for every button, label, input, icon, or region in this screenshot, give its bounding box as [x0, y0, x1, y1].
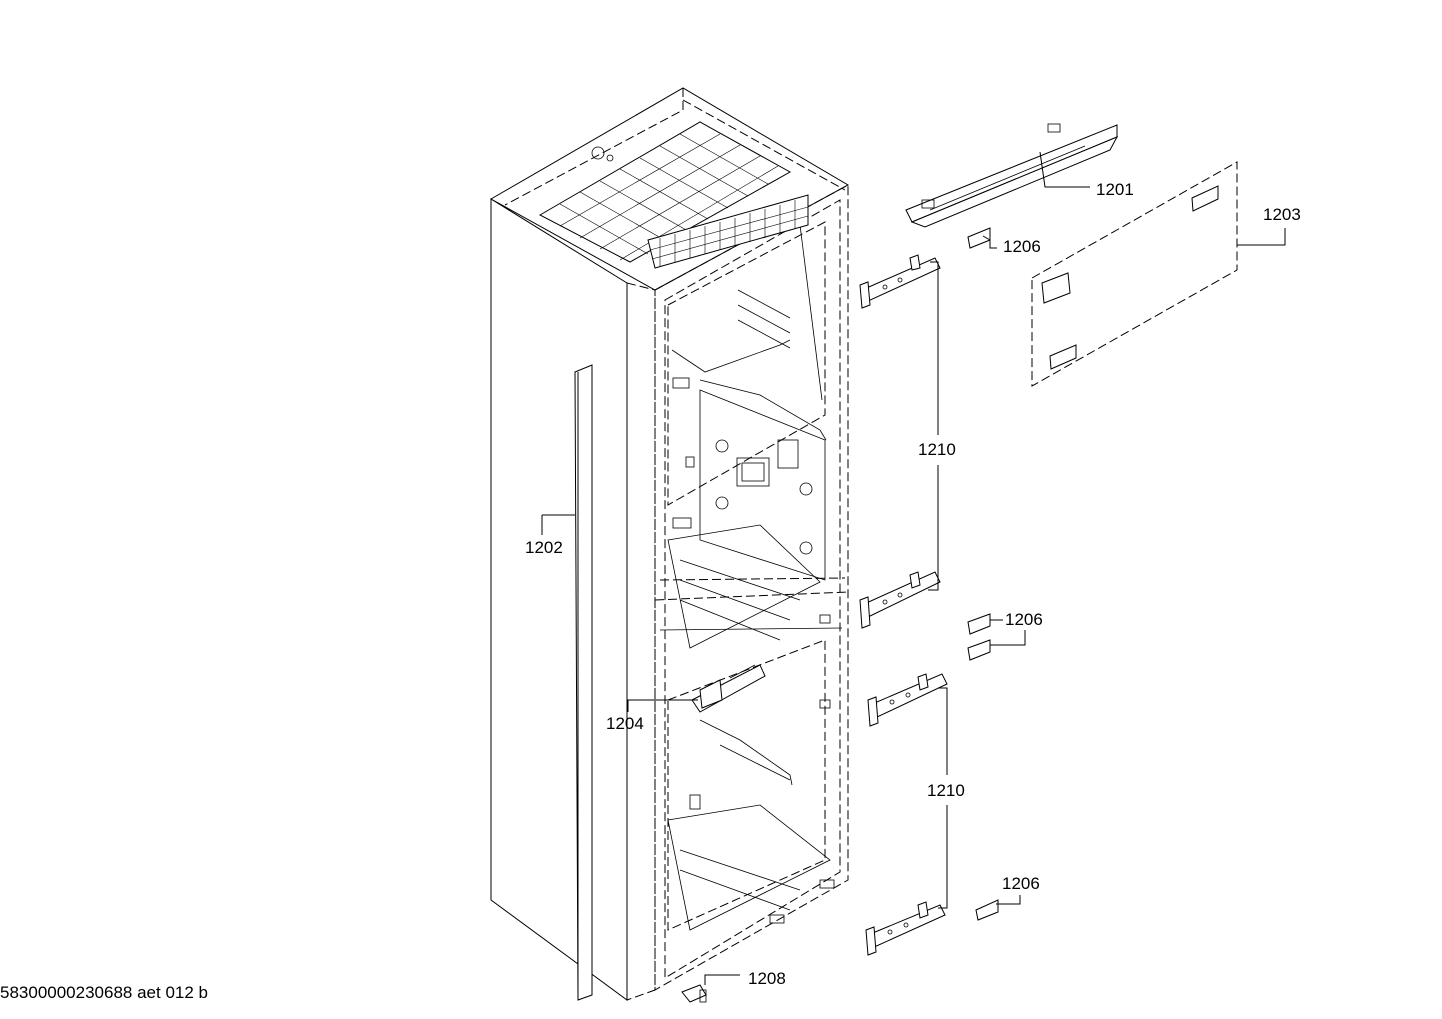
part-1210-hinge-lower [865, 673, 948, 956]
refrigerator-cabinet [489, 87, 850, 1001]
callout-1206-middle: 1206 [1005, 610, 1043, 629]
callout-1210-upper: 1210 [918, 440, 956, 459]
part-1204-bracket [627, 664, 766, 713]
part-1206-clips-middle [967, 613, 1026, 661]
callout-1204: 1204 [606, 714, 644, 733]
callout-1201: 1201 [1096, 180, 1134, 199]
callout-1210-lower: 1210 [927, 781, 965, 800]
callout-1206-top: 1206 [1003, 237, 1041, 256]
part-1208-foot [681, 974, 740, 1003]
part-1201-top-rail [905, 123, 1119, 228]
part-1206-clip-top [967, 227, 997, 249]
part-1206-clip-bottom [975, 895, 1021, 921]
callout-1208: 1208 [748, 969, 786, 988]
callout-1202: 1202 [525, 538, 563, 557]
callout-1203: 1203 [1263, 205, 1301, 224]
callout-1206-bottom: 1206 [1002, 874, 1040, 893]
part-1210-hinge-upper [859, 254, 941, 629]
drawing-code: 58300000230688 aet 012 b [0, 983, 208, 1002]
part-1203-cover-panel [1031, 161, 1286, 387]
part-1202-side-strip [541, 364, 593, 1001]
